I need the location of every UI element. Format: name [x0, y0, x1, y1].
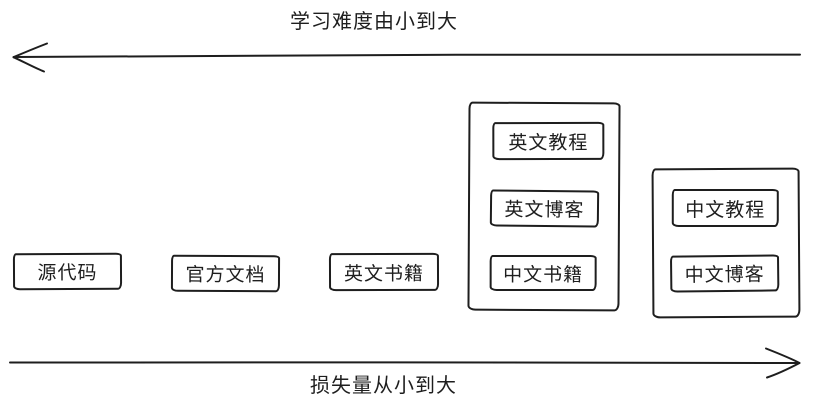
node-chinese-tutorials: 中文教程 — [671, 189, 779, 228]
node-chinese-books: 中文书籍 — [489, 254, 597, 292]
node-english-blogs: 英文博客 — [489, 189, 600, 228]
group-chinese-resources: 中文教程 中文博客 — [651, 167, 801, 319]
difficulty-arrow-left — [12, 42, 801, 73]
node-english-books: 英文书籍 — [328, 252, 440, 292]
node-chinese-blogs: 中文博客 — [669, 254, 780, 293]
bottom-axis-label: 损失量从小到大 — [310, 375, 457, 397]
node-official-docs: 官方文档 — [170, 254, 281, 293]
group-english-resources: 英文教程 英文博客 中文书籍 — [467, 101, 621, 312]
node-english-tutorials: 英文教程 — [492, 121, 605, 161]
node-source-code: 源代码 — [12, 252, 123, 291]
top-axis-label: 学习难度由小到大 — [290, 11, 458, 33]
